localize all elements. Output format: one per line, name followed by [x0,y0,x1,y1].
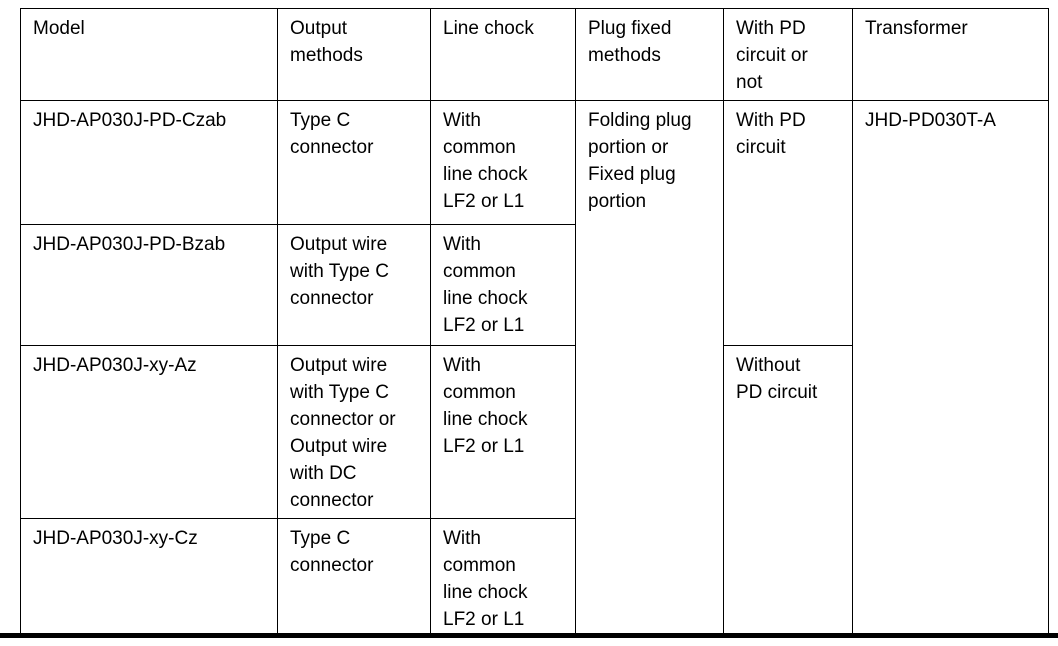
cell-output-methods-row3: Output wire with Type C connector or Out… [277,345,431,519]
cell-with-pd-circuit-merged: With PD circuit [723,100,853,346]
cell-line-chock-row4: With common line chock LF2 or L1 [430,518,576,637]
cell-output-methods-row1: Type C connector [277,100,431,225]
cell-without-pd-circuit-merged: Without PD circuit [723,345,853,638]
cell-line-chock-row2: With common line chock LF2 or L1 [430,224,576,346]
cell-output-methods-row4: Type C connector [277,518,431,637]
header-output-methods: Output methods [277,8,431,101]
bottom-horizontal-rule [0,633,1058,638]
cell-plug-fixed-methods-merged: Folding plug portion or Fixed plug porti… [575,100,724,638]
header-line-chock: Line chock [430,8,576,101]
header-transformer: Transformer [852,8,1049,101]
cell-line-chock-row3: With common line chock LF2 or L1 [430,345,576,519]
cell-line-chock-row1: With common line chock LF2 or L1 [430,100,576,225]
cell-model-row2: JHD-AP030J-PD-Bzab [20,224,278,346]
table-row: JHD-AP030J-xy-Cz Type C connector With c… [20,518,1049,637]
table-row: JHD-AP030J-xy-Az Output wire with Type C… [20,345,1049,638]
header-pd-circuit-or-not: With PD circuit or not [723,8,853,101]
cell-model-row4: JHD-AP030J-xy-Cz [20,518,278,637]
header-plug-fixed-methods: Plug fixed methods [575,8,724,101]
table-row: JHD-AP030J-PD-Bzab Output wire with Type… [20,224,1049,346]
cell-model-row3: JHD-AP030J-xy-Az [20,345,278,519]
cell-transformer-merged: JHD-PD030T-A [852,100,1049,638]
header-model: Model [20,8,278,101]
product-spec-table: Model Output methods Line chock Plug fix… [20,8,1049,638]
cell-model-row1: JHD-AP030J-PD-Czab [20,100,278,225]
cell-output-methods-row2: Output wire with Type C connector [277,224,431,346]
table-row: JHD-AP030J-PD-Czab Type C connector With… [20,100,1049,638]
table-header-row: Model Output methods Line chock Plug fix… [20,8,1049,101]
